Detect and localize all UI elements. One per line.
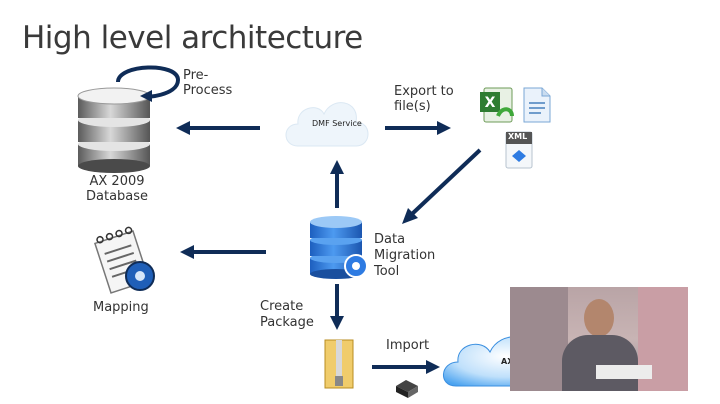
- mapping-label: Mapping: [93, 300, 149, 315]
- arrow-to-package: [330, 284, 344, 330]
- xml-file-icon: [505, 131, 533, 169]
- arrow-to-ax-database: [176, 121, 260, 135]
- arrow-files-to-dmt: [402, 148, 482, 224]
- presenter-body: [562, 335, 638, 391]
- arrow-to-mapping: [180, 245, 266, 259]
- pre-process-label: Pre- Process: [183, 68, 233, 98]
- cloud-icon: [285, 102, 369, 147]
- slide-title: High level architecture: [22, 20, 363, 56]
- arrow-to-dmf-service: [330, 160, 344, 208]
- notebook-gear-icon: [93, 226, 155, 294]
- document-file-icon: [523, 87, 551, 123]
- export-label: Export to file(s): [394, 84, 454, 114]
- presenter-video-overlay: [510, 287, 688, 391]
- refresh-loop-icon: [116, 65, 181, 102]
- database-gray-icon: [77, 87, 151, 173]
- arrow-to-export-files: [385, 121, 451, 135]
- import-label: Import: [386, 338, 430, 353]
- package-icon: [396, 380, 418, 398]
- arrow-to-ax7: [372, 360, 440, 374]
- dmf-service-label: DMF Service: [312, 119, 362, 128]
- xml-label: XML: [508, 132, 528, 141]
- dmt-label: Data Migration Tool: [374, 232, 436, 279]
- ax-database-label: AX 2009 Database: [86, 174, 149, 204]
- laptop: [596, 365, 652, 379]
- ax7-label: AX7: [501, 357, 519, 367]
- excel-file-icon: X: [480, 87, 514, 123]
- svg-text:X: X: [485, 95, 496, 111]
- zip-folder-icon: [324, 339, 354, 389]
- create-package-label: Create Package: [260, 299, 314, 330]
- database-gear-icon: [310, 216, 368, 279]
- video-background-left: [510, 287, 568, 391]
- presenter-head: [584, 299, 614, 337]
